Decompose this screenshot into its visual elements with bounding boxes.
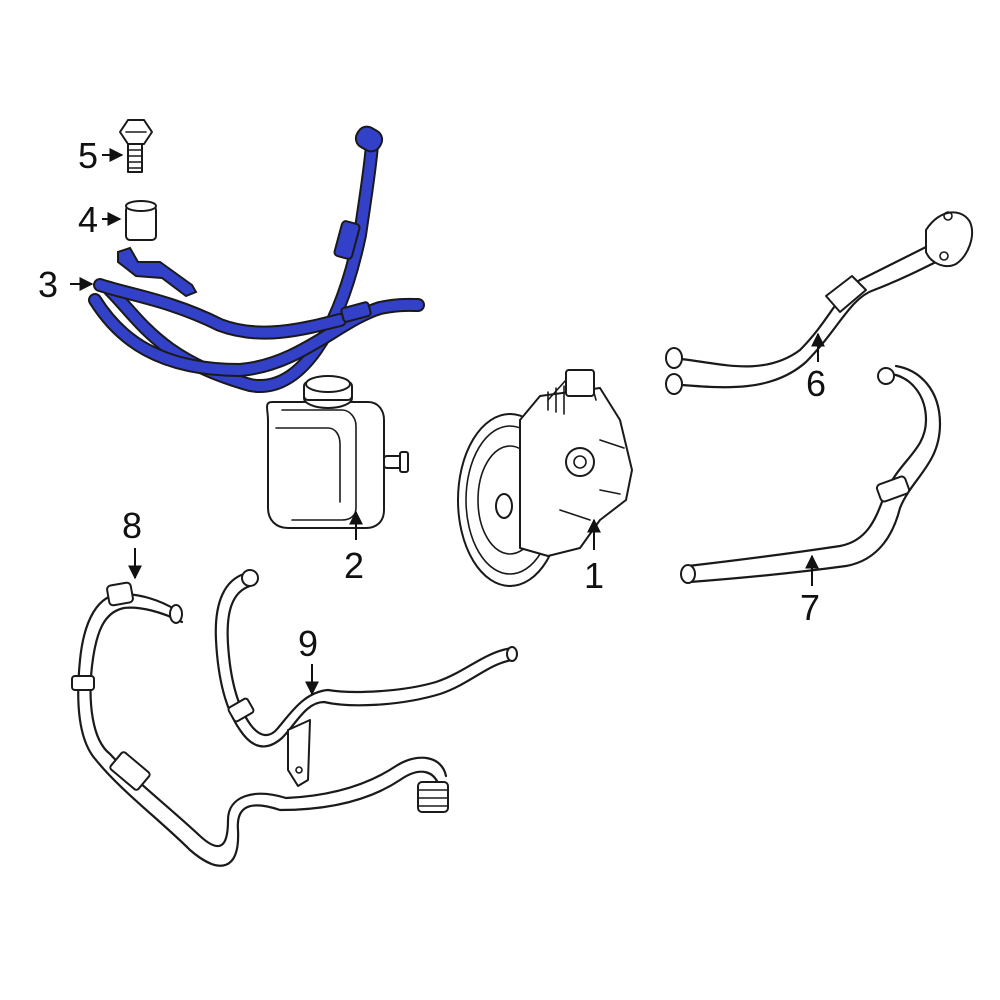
part-1-pump[interactable] — [457, 369, 633, 587]
callout-6-label[interactable]: 6 — [806, 363, 826, 404]
part-7-hose[interactable] — [680, 364, 942, 584]
part-5-bolt[interactable] — [119, 119, 153, 173]
part-2-reservoir[interactable] — [266, 375, 409, 529]
part-8-pressure-line[interactable] — [71, 581, 449, 867]
callout-5-label[interactable]: 5 — [78, 135, 98, 176]
callout-3-label[interactable]: 3 — [38, 264, 58, 305]
part-3-hose-assembly[interactable] — [88, 123, 425, 393]
part-4-bushing[interactable] — [125, 200, 157, 241]
part-9-return-line[interactable] — [214, 569, 518, 787]
callout-7-label[interactable]: 7 — [800, 587, 820, 628]
callout-9-label[interactable]: 9 — [298, 623, 318, 664]
callout-8-label[interactable]: 8 — [122, 505, 142, 546]
callout-2-label[interactable]: 2 — [344, 545, 364, 586]
part-6-hose[interactable] — [665, 211, 974, 395]
callout-1-label[interactable]: 1 — [584, 555, 604, 596]
callout-4-label[interactable]: 4 — [78, 199, 98, 240]
